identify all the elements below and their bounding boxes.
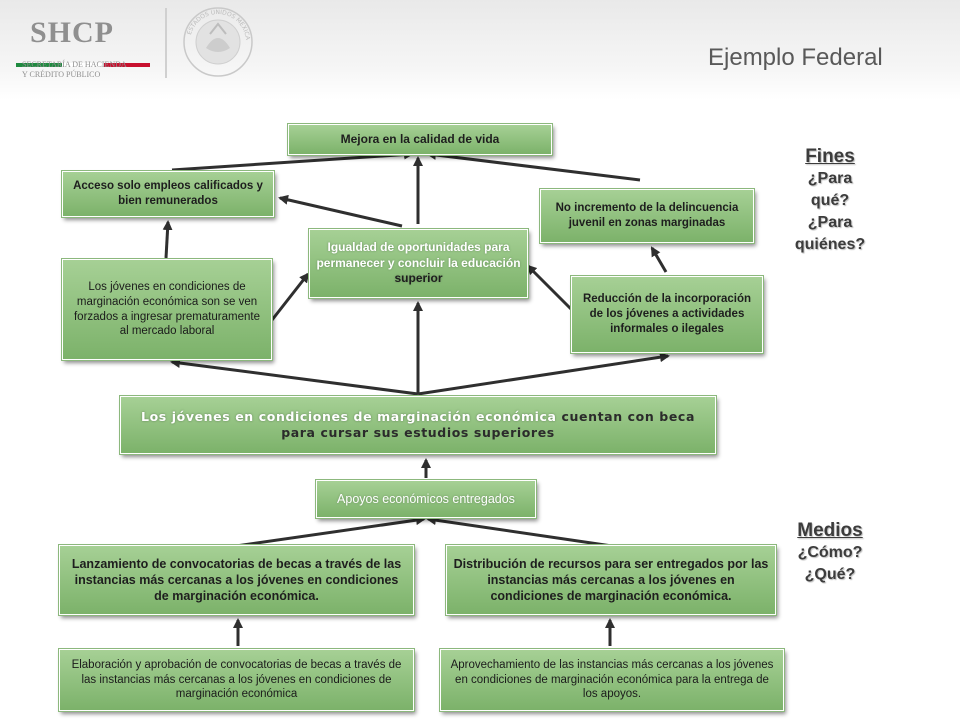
header-bar: SHCP SECRETARÍA DE HACIENDA Y CRÉDITO PÚ… xyxy=(0,0,960,100)
mid-center-text-a: Igualdad de oportunidades para permanece… xyxy=(316,240,521,270)
component-box: Apoyos económicos entregados xyxy=(315,479,537,519)
medios-label: Medios ¿Cómo? ¿Qué? xyxy=(782,520,878,586)
medios-line-2: ¿Qué? xyxy=(804,566,856,583)
national-seal-icon: ESTADOS UNIDOS MEXICANOS xyxy=(180,4,253,77)
sub-activity-left-box: Elaboración y aprobación de convocatoria… xyxy=(58,648,415,712)
fines-label: Fines ¿Para qué? ¿Para quiénes? xyxy=(782,146,878,256)
fines-line-1: ¿Para xyxy=(807,170,853,187)
shcp-logo: SHCP SECRETARÍA DE HACIENDA Y CRÉDITO PÚ… xyxy=(8,12,158,82)
fin-top-text: Mejora en la calidad de vida xyxy=(340,131,500,146)
fin-right-box: No incremento de la delincuencia juvenil… xyxy=(539,188,755,244)
fin-left-text: Acceso solo empleos calificados y bien r… xyxy=(73,180,263,207)
activity-left-box: Lanzamiento de convocatorias de becas a … xyxy=(58,544,415,616)
fin-right-text: No incremento de la delincuencia juvenil… xyxy=(555,202,739,229)
activity-left-text: Lanzamiento de convocatorias de becas a … xyxy=(71,556,402,604)
fines-line-2: qué? xyxy=(810,192,850,209)
logo-subtitle: SECRETARÍA DE HACIENDA Y CRÉDITO PÚBLICO xyxy=(22,60,127,80)
logo-title: SHCP xyxy=(30,16,115,49)
purpose-text-b: cuentan con beca para cursar sus estudio… xyxy=(281,408,695,440)
activity-right-text: Distribución de recursos para ser entreg… xyxy=(453,556,769,604)
arrow-mid-right-to-fin-right xyxy=(650,246,668,273)
purpose-text: Los jóvenes en condiciones de marginació… xyxy=(127,409,709,442)
mid-right-box: Reducción de la incorporación de los jóv… xyxy=(570,275,764,354)
medios-heading: Medios xyxy=(797,520,863,541)
component-text: Apoyos económicos entregados xyxy=(337,491,515,506)
logo-divider xyxy=(165,8,167,78)
sub-activity-right-box: Aprovechamiento de las instancias más ce… xyxy=(439,648,785,712)
fin-left-box: Acceso solo empleos calificados y bien r… xyxy=(61,170,275,218)
arrow-mid-right-to-center xyxy=(526,264,576,314)
mid-center-box: Igualdad de oportunidades para permanece… xyxy=(308,228,529,299)
logo-subtitle-line-2: Y CRÉDITO PÚBLICO xyxy=(22,70,101,79)
page-title: Ejemplo Federal xyxy=(708,44,883,71)
mid-left-box: Los jóvenes en condiciones de marginació… xyxy=(61,258,273,361)
fines-line-4: quiénes? xyxy=(794,236,866,253)
mid-right-text: Reducción de la incorporación de los jóv… xyxy=(582,293,752,335)
activity-right-box: Distribución de recursos para ser entreg… xyxy=(445,544,777,616)
fines-line-3: ¿Para xyxy=(807,214,853,231)
arrow-act-right-to-component xyxy=(426,515,613,548)
arrow-center-to-fin-left xyxy=(278,194,403,228)
purpose-box: Los jóvenes en condiciones de marginació… xyxy=(119,395,717,455)
arrow-purpose-to-mid-left xyxy=(170,358,419,396)
fin-top-box: Mejora en la calidad de vida xyxy=(287,123,553,156)
sub-activity-left-text: Elaboración y aprobación de convocatoria… xyxy=(71,658,402,701)
sub-activity-right-text: Aprovechamiento de las instancias más ce… xyxy=(450,658,774,701)
arrow-right-to-top xyxy=(426,150,641,182)
mid-center-text-b: superior xyxy=(394,271,443,286)
mid-left-text: Los jóvenes en condiciones de marginació… xyxy=(73,280,260,338)
arrow-purpose-to-mid-right xyxy=(417,352,670,396)
arrow-left-to-top xyxy=(171,149,414,172)
arrow-mid-left-to-fin-left xyxy=(162,220,173,259)
mid-center-text: Igualdad de oportunidades para permanece… xyxy=(316,240,521,287)
arrow-mid-left-to-center xyxy=(270,272,310,321)
arrow-act-left-to-component xyxy=(235,515,426,548)
medios-line-1: ¿Cómo? xyxy=(797,544,863,561)
purpose-text-a: Los jóvenes en condiciones de marginació… xyxy=(141,408,557,424)
logo-subtitle-line-1: SECRETARÍA DE HACIENDA xyxy=(22,60,127,69)
fines-heading: Fines xyxy=(805,146,855,167)
logo-tricolor-bar xyxy=(16,52,150,67)
